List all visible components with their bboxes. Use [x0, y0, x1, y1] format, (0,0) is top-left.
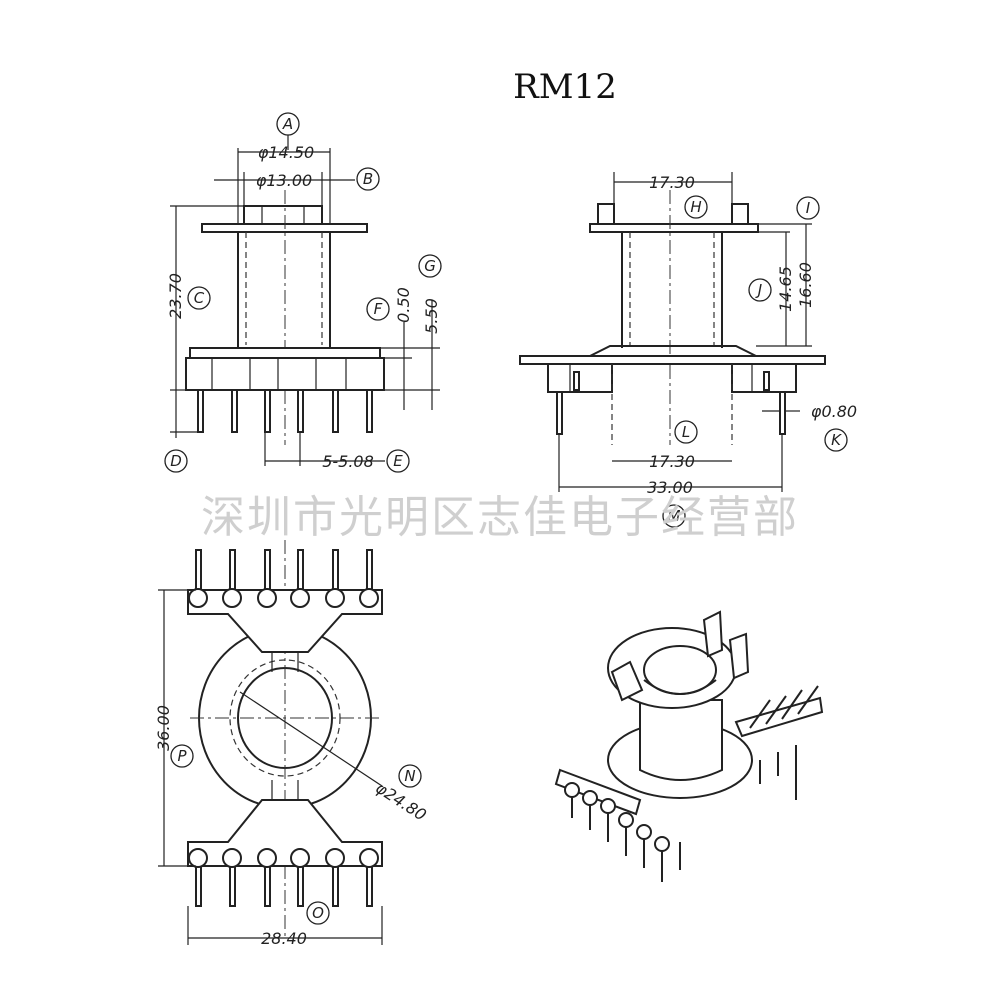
front-pins	[197, 389, 373, 433]
front-base-flange	[189, 347, 381, 359]
label-p-bubble	[170, 744, 194, 768]
label-p: P	[177, 747, 187, 765]
label-j-bubble	[748, 278, 772, 302]
dim-n-value: φ24.80	[372, 778, 430, 825]
label-n-bubble	[398, 764, 422, 788]
dim-j-value: 14.65	[776, 266, 795, 312]
label-o: O	[312, 904, 324, 922]
top-upper-pins	[188, 549, 379, 608]
front-view: φ14.50 A φ13.00 B 23.70 C D 5-5.08 E	[164, 112, 442, 473]
front-pin-block	[185, 357, 385, 391]
label-j: J	[755, 281, 762, 299]
label-g-bubble	[418, 254, 442, 278]
watermark-text: 深圳市光明区志佳电子经营部	[201, 492, 799, 543]
label-i-bubble	[796, 196, 820, 220]
iso-left-pin-header	[554, 768, 642, 816]
dim-c-value: 23.70	[166, 273, 185, 319]
label-d: D	[170, 452, 182, 470]
label-e-bubble	[386, 449, 410, 473]
side-view: 17.30 H 14.65 16.60 I J φ0.80 K L 17.30 …	[519, 172, 857, 528]
side-pins	[556, 371, 786, 435]
label-f-bubble	[366, 297, 390, 321]
dim-o-value: 28.40	[261, 929, 307, 948]
dim-f-value: 0.50	[394, 287, 413, 323]
label-h-bubble	[684, 195, 708, 219]
dim-k-value: φ0.80	[811, 402, 857, 421]
label-g: G	[424, 257, 436, 275]
label-l-bubble	[674, 420, 698, 444]
iso-right-pin-header	[734, 696, 824, 738]
label-o-bubble	[306, 901, 330, 925]
iso-left-pins	[564, 782, 681, 882]
top-lower-pin-header	[187, 799, 383, 867]
iso-right-pins	[749, 685, 819, 800]
label-c: C	[194, 289, 205, 307]
label-k: K	[831, 431, 842, 449]
label-b: B	[363, 170, 373, 188]
label-n: N	[404, 767, 415, 785]
side-top-flange	[589, 223, 759, 233]
dim-h-value: 17.30	[649, 173, 695, 192]
dim-m-value: 33.00	[647, 478, 693, 497]
label-m-bubble	[662, 504, 686, 528]
iso-core-tube	[639, 699, 723, 781]
front-top-tab	[243, 205, 323, 225]
label-k-bubble	[824, 428, 848, 452]
label-m: M	[668, 507, 681, 525]
label-l: L	[682, 423, 690, 441]
dim-g-value: 5.50	[422, 298, 441, 334]
label-b-bubble	[356, 167, 380, 191]
label-e: E	[393, 452, 403, 470]
side-base-ramp	[589, 345, 757, 357]
dim-i-value: 16.60	[796, 262, 815, 308]
label-d-bubble	[164, 449, 188, 473]
side-base-flange	[519, 355, 826, 365]
dim-p-value: 36.00	[154, 705, 173, 751]
dim-a-value: φ14.50	[258, 143, 314, 162]
isometric-view	[554, 610, 824, 882]
dim-b-value: φ13.00	[256, 171, 312, 190]
top-view: φ24.80 N 36.00 P 28.40 O	[154, 540, 430, 948]
dim-e-value: 5-5.08	[322, 452, 374, 471]
label-i: I	[806, 199, 811, 217]
top-upper-pin-header	[187, 589, 383, 653]
label-c-bubble	[187, 286, 211, 310]
label-f: F	[374, 300, 383, 318]
label-h: H	[690, 198, 701, 216]
drawing-title: RM12	[513, 67, 617, 107]
top-lower-pins	[188, 848, 379, 907]
label-a: A	[282, 115, 293, 133]
dim-l-value: 17.30	[649, 452, 695, 471]
